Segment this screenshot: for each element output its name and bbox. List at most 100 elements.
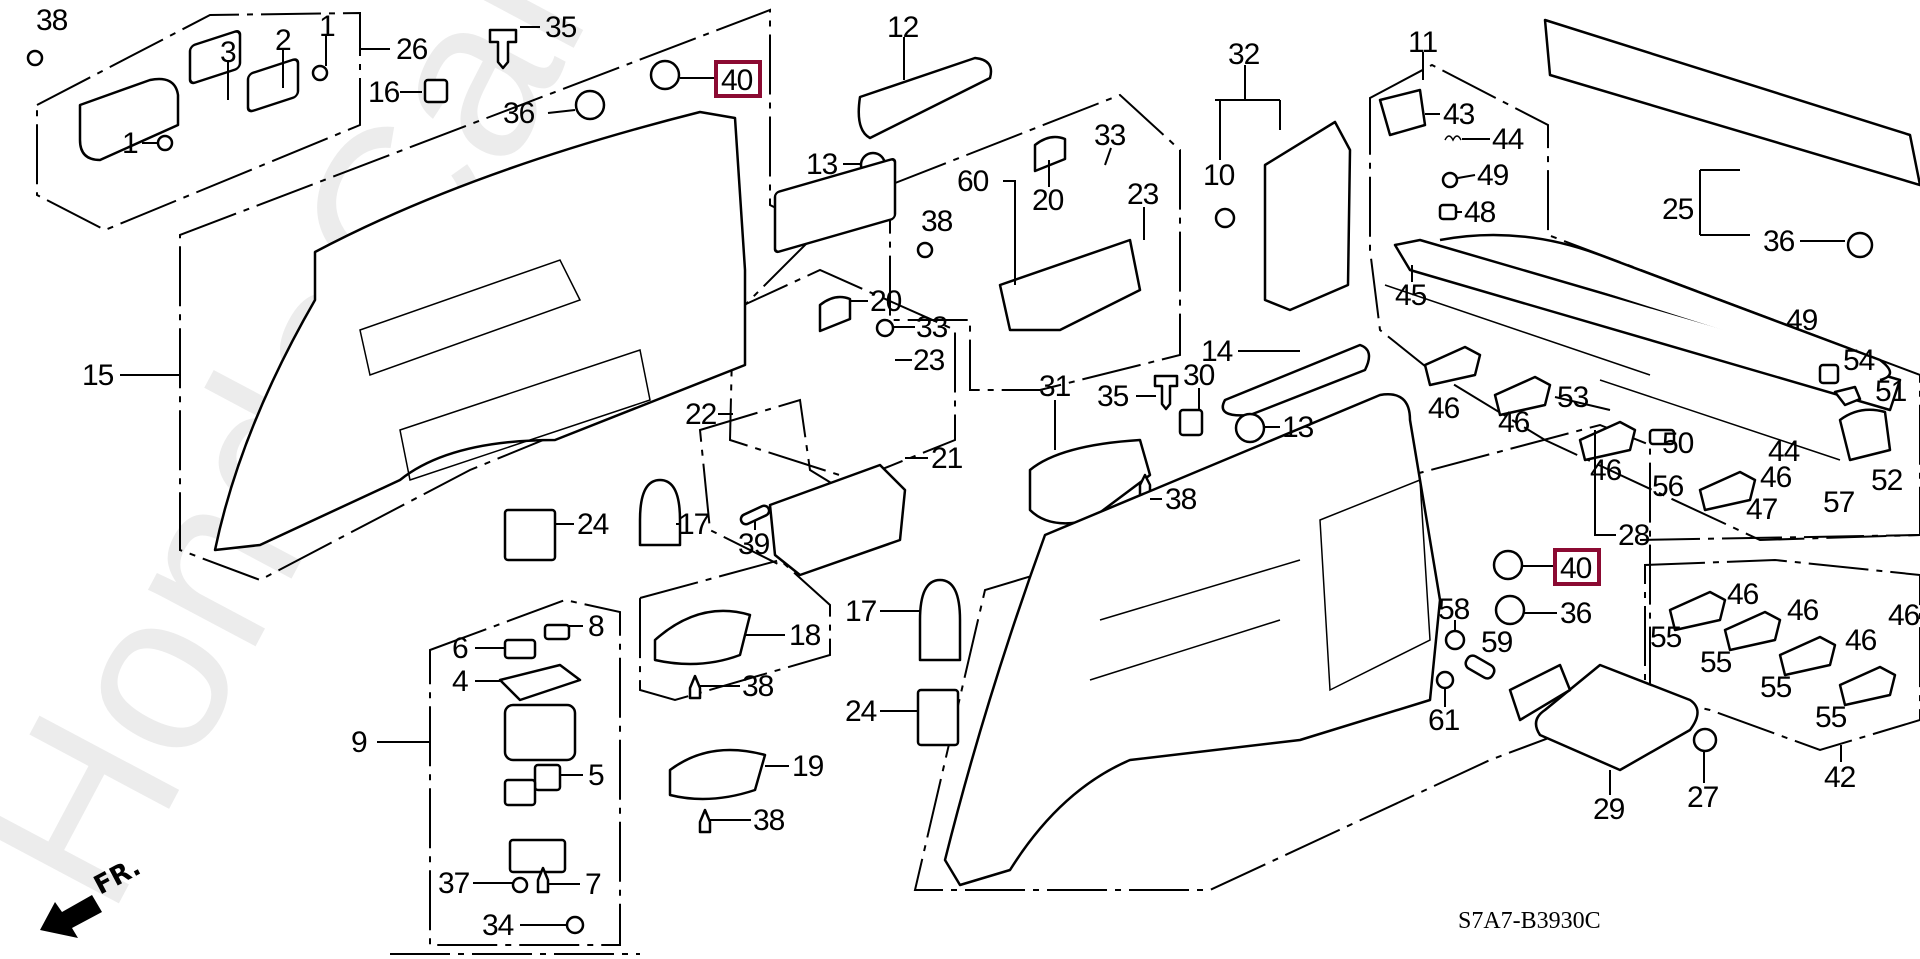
callout-33[interactable]: 33 — [1094, 119, 1127, 152]
part-52-cover — [1838, 408, 1892, 462]
callout-50[interactable]: 50 — [1662, 427, 1695, 460]
callout-8[interactable]: 8 — [588, 610, 605, 643]
callout-31[interactable]: 31 — [1039, 370, 1072, 403]
callout-20[interactable]: 20 — [870, 285, 903, 318]
callout-30[interactable]: 30 — [1183, 359, 1216, 392]
callout-35[interactable]: 35 — [1097, 380, 1130, 413]
part-61-screw — [1435, 670, 1455, 690]
callout-54[interactable]: 54 — [1843, 344, 1876, 377]
callout-20[interactable]: 20 — [1032, 184, 1065, 217]
callout-34[interactable]: 34 — [482, 909, 515, 942]
callout-44[interactable]: 44 — [1492, 123, 1525, 156]
callout-13[interactable]: 13 — [1282, 411, 1315, 444]
callout-23[interactable]: 23 — [1127, 178, 1160, 211]
callout-21[interactable]: 21 — [931, 442, 964, 475]
callout-38[interactable]: 38 — [742, 670, 775, 703]
callout-46[interactable]: 46 — [1760, 461, 1793, 494]
callout-55[interactable]: 55 — [1650, 621, 1683, 654]
part-30-clip — [1178, 408, 1204, 437]
callout-11[interactable]: 11 — [1408, 26, 1438, 59]
callout-15[interactable]: 15 — [82, 359, 115, 392]
callout-9[interactable]: 9 — [351, 726, 368, 759]
callout-5[interactable]: 5 — [588, 759, 605, 792]
callout-26[interactable]: 26 — [396, 33, 429, 66]
callout-35[interactable]: 35 — [545, 11, 578, 44]
callout-56[interactable]: 56 — [1652, 470, 1685, 503]
callout-18[interactable]: 18 — [789, 619, 822, 652]
callout-57[interactable]: 57 — [1823, 486, 1856, 519]
callout-52[interactable]: 52 — [1871, 464, 1904, 497]
callout-59[interactable]: 59 — [1481, 626, 1514, 659]
callout-19[interactable]: 19 — [792, 750, 825, 783]
callout-46[interactable]: 46 — [1590, 454, 1623, 487]
callout-60[interactable]: 60 — [957, 165, 990, 198]
callout-37[interactable]: 37 — [438, 867, 471, 900]
callout-46[interactable]: 46 — [1845, 624, 1878, 657]
callout-29[interactable]: 29 — [1593, 793, 1626, 826]
callout-36[interactable]: 36 — [1763, 225, 1796, 258]
callout-40-highlighted[interactable]: 40 — [714, 60, 762, 98]
callout-23[interactable]: 23 — [913, 344, 946, 377]
part-29-buckle — [1508, 663, 1572, 722]
callout-24[interactable]: 24 — [845, 695, 878, 728]
callout-40[interactable]: 40 — [1560, 552, 1593, 585]
callout-6[interactable]: 6 — [452, 632, 469, 665]
callout-58[interactable]: 58 — [1438, 593, 1471, 626]
callout-7[interactable]: 7 — [585, 868, 602, 901]
callout-13[interactable]: 13 — [806, 148, 839, 181]
part-20-hook-b — [818, 295, 852, 333]
callout-48[interactable]: 48 — [1464, 196, 1497, 229]
callout-17[interactable]: 17 — [678, 508, 711, 541]
callout-1[interactable]: 1 — [122, 127, 139, 160]
callout-49[interactable]: 49 — [1786, 304, 1819, 337]
callout-46[interactable]: 46 — [1888, 599, 1920, 632]
callout-4[interactable]: 4 — [452, 665, 469, 698]
callout-44[interactable]: 44 — [1768, 435, 1801, 468]
callout-36[interactable]: 36 — [503, 97, 536, 130]
callout-38[interactable]: 38 — [753, 804, 786, 837]
callout-46[interactable]: 46 — [1428, 392, 1461, 425]
callout-28[interactable]: 28 — [1618, 519, 1651, 552]
callout-55[interactable]: 55 — [1700, 646, 1733, 679]
callout-46[interactable]: 46 — [1727, 578, 1760, 611]
callout-14[interactable]: 14 — [1201, 335, 1234, 368]
callout-47[interactable]: 47 — [1746, 493, 1779, 526]
part-17-hook-a — [638, 478, 682, 547]
callout-38[interactable]: 38 — [921, 205, 954, 238]
callout-33[interactable]: 33 — [916, 311, 949, 344]
callout-43[interactable]: 43 — [1443, 98, 1476, 131]
callout-38[interactable]: 38 — [1165, 483, 1198, 516]
callout-25[interactable]: 25 — [1662, 193, 1695, 226]
callout-42[interactable]: 42 — [1824, 761, 1857, 794]
callout-55[interactable]: 55 — [1760, 671, 1793, 704]
callout-39[interactable]: 39 — [738, 528, 771, 561]
callout-46[interactable]: 46 — [1787, 594, 1820, 627]
callout-55[interactable]: 55 — [1815, 701, 1848, 734]
callout-12[interactable]: 12 — [887, 11, 920, 44]
callout-17[interactable]: 17 — [845, 595, 878, 628]
callout-24[interactable]: 24 — [577, 508, 610, 541]
callout-3[interactable]: 3 — [220, 36, 237, 69]
callout-40[interactable]: 40 — [721, 64, 754, 97]
part-9-switch — [503, 703, 577, 762]
callout-22[interactable]: 22 — [685, 398, 718, 431]
part-35-clip — [488, 28, 518, 70]
callout-61[interactable]: 61 — [1428, 704, 1461, 737]
callout-16[interactable]: 16 — [368, 76, 401, 109]
part-36-clip-b — [1846, 231, 1874, 259]
callout-38[interactable]: 38 — [36, 4, 69, 37]
callout-45[interactable]: 45 — [1395, 279, 1428, 312]
callout-49[interactable]: 49 — [1477, 159, 1510, 192]
callout-51[interactable]: 51 — [1875, 375, 1908, 408]
callout-32[interactable]: 32 — [1228, 38, 1261, 71]
part-46-hook-h — [1838, 665, 1897, 707]
callout-40-highlighted-b[interactable]: 40 — [1553, 548, 1601, 586]
callout-53[interactable]: 53 — [1557, 381, 1590, 414]
callout-2[interactable]: 2 — [275, 24, 292, 57]
callout-46[interactable]: 46 — [1498, 406, 1531, 439]
callout-1[interactable]: 1 — [319, 10, 336, 43]
callout-36[interactable]: 36 — [1560, 597, 1593, 630]
callout-27[interactable]: 27 — [1687, 781, 1720, 814]
callout-10[interactable]: 10 — [1203, 159, 1236, 192]
